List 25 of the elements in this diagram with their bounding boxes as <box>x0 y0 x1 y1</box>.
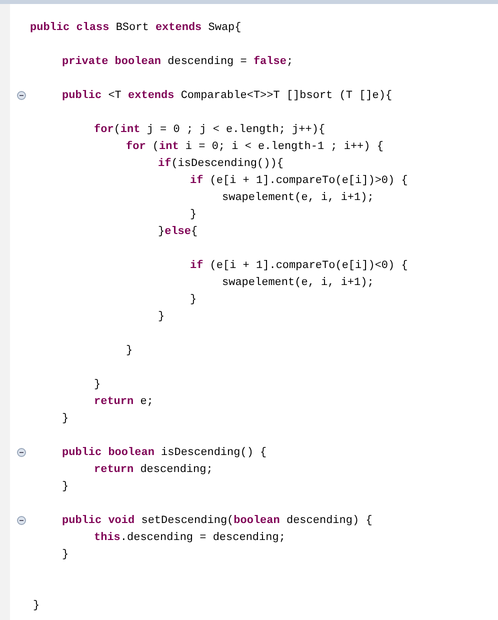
code-line: } <box>190 293 197 307</box>
code-line: swapelement(e, i, i+1); <box>222 191 374 205</box>
code-line: return descending; <box>94 463 213 477</box>
code-line: if (e[i + 1].compareTo(e[i])<0) { <box>190 259 408 273</box>
code-line: if(isDescending()){ <box>158 157 284 171</box>
code-line: } <box>62 548 69 562</box>
code-line: if (e[i + 1].compareTo(e[i])>0) { <box>190 174 408 188</box>
code-line: swapelement(e, i, i+1); <box>222 276 374 290</box>
code-line: } <box>126 344 133 358</box>
code-line: } <box>158 310 165 324</box>
code-line: } <box>94 378 101 392</box>
code-line: } <box>33 599 40 613</box>
code-line: return e; <box>94 395 154 409</box>
code-line: for(int j = 0 ; j < e.length; j++){ <box>94 123 326 137</box>
code-line: private boolean descending = false; <box>62 55 294 69</box>
code-line: for (int i = 0; i < e.length-1 ; i++) { <box>126 140 384 154</box>
code-line: } <box>62 480 69 494</box>
code-line: } <box>62 412 69 426</box>
code-line: }else{ <box>158 225 198 239</box>
code-line: public <T extends Comparable<T>>T []bsort (T []e){ <box>62 89 392 103</box>
code-line: public class BSort extends Swap{ <box>30 21 242 35</box>
code-line: this.descending = descending; <box>94 531 286 545</box>
code-line: public boolean isDescending() { <box>62 446 267 460</box>
code-line: public void setDescending(boolean descending) { <box>62 514 372 528</box>
code-line: } <box>190 208 197 222</box>
